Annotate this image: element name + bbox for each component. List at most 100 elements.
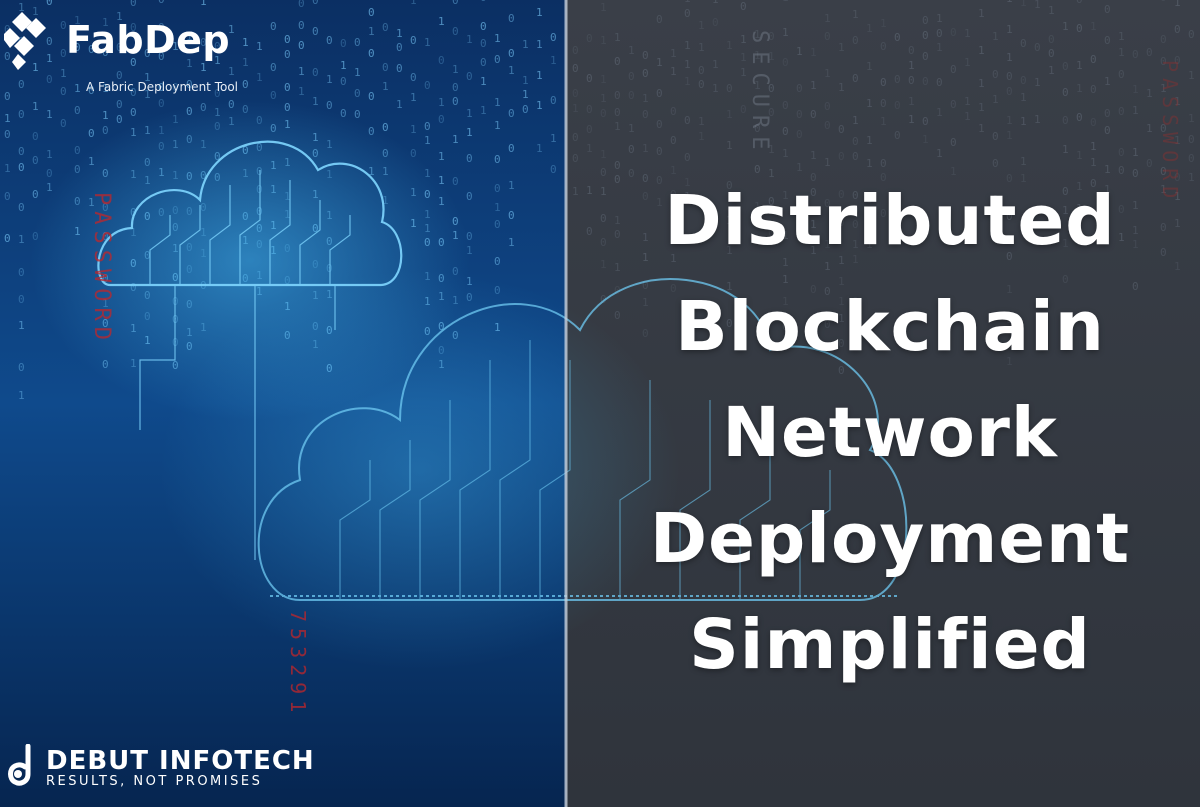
- binary-digit: 1: [810, 218, 817, 231]
- binary-digit: 0: [656, 118, 663, 131]
- binary-digit: 1: [712, 82, 719, 95]
- binary-digit: 0: [1174, 23, 1181, 36]
- binary-digit: 0: [88, 43, 95, 56]
- binary-digit: 0: [614, 173, 621, 186]
- binary-digit: 1: [1006, 129, 1013, 142]
- binary-digit: 1: [810, 244, 817, 257]
- binary-digit: 0: [550, 163, 557, 176]
- binary-digit: 0: [950, 63, 957, 76]
- binary-digit: 1: [1174, 0, 1181, 9]
- binary-digit: 0: [1006, 210, 1013, 223]
- binary-digit: 0: [4, 190, 11, 203]
- binary-digit: 1: [1132, 146, 1139, 159]
- binary-digit: 0: [782, 56, 789, 69]
- binary-digit: 1: [866, 97, 873, 110]
- binary-digit: 0: [740, 0, 747, 13]
- binary-digit: 0: [936, 27, 943, 40]
- binary-digit: 0: [922, 14, 929, 27]
- binary-digit: 0: [1062, 60, 1069, 73]
- binary-digit: 0: [880, 171, 887, 184]
- binary-digit: 0: [768, 30, 775, 43]
- binary-digit: 1: [726, 280, 733, 293]
- binary-digit: 1: [1006, 0, 1013, 5]
- debut-infotech-logo-icon: [8, 744, 31, 786]
- binary-digit: 1: [866, 60, 873, 73]
- binary-digit: 1: [18, 1, 25, 14]
- binary-digit: 0: [354, 36, 361, 49]
- binary-digit: 0: [32, 154, 39, 167]
- binary-digit: 1: [1006, 23, 1013, 36]
- binary-digit: 1: [536, 38, 543, 51]
- password-vertical-left: PASSWORD: [89, 192, 114, 346]
- binary-digit: 1: [1132, 83, 1139, 96]
- binary-digit: 1: [1020, 155, 1027, 168]
- binary-digit: 1: [600, 258, 607, 271]
- secure-right-text: SECURE: [747, 30, 772, 158]
- binary-digit: 0: [796, 128, 803, 141]
- binary-digit: 1: [698, 41, 705, 54]
- binary-digit: 0: [60, 117, 67, 130]
- binary-digit: 0: [452, 175, 459, 188]
- binary-digit: 0: [46, 73, 53, 86]
- binary-digit: 0: [1146, 157, 1153, 170]
- binary-digit: 0: [340, 107, 347, 120]
- binary-digit: 1: [936, 106, 943, 119]
- binary-digit: 0: [32, 130, 39, 143]
- binary-digit: 1: [964, 56, 971, 69]
- binary-digit: 0: [754, 163, 761, 176]
- binary-digit: 1: [600, 34, 607, 47]
- cloud-circuit-icon: [97, 140, 403, 560]
- binary-digit: 1: [536, 6, 543, 19]
- binary-digit: 0: [824, 30, 831, 43]
- binary-digit: 0: [508, 12, 515, 25]
- binary-digit: 1: [978, 122, 985, 135]
- binary-digit: 0: [1062, 86, 1069, 99]
- binary-digit: 0: [1188, 133, 1195, 146]
- binary-digit: 0: [782, 99, 789, 112]
- binary-digit: 1: [866, 22, 873, 35]
- binary-digit: 0: [572, 87, 579, 100]
- binary-digit: 1: [782, 295, 789, 308]
- binary-digit: 1: [698, 19, 705, 32]
- binary-digit: 1: [200, 61, 207, 74]
- binary-digit: 1: [824, 238, 831, 251]
- binary-digit: 0: [438, 54, 445, 67]
- binary-digit: 1: [614, 261, 621, 274]
- binary-digit: 1: [740, 33, 747, 46]
- binary-digit: 0: [894, 31, 901, 44]
- binary-digit: 1: [116, 10, 123, 23]
- binary-digit: 0: [628, 143, 635, 156]
- binary-digit: 0: [1062, 114, 1069, 127]
- binary-digit: 0: [312, 25, 319, 38]
- binary-digit: 1: [550, 54, 557, 67]
- binary-digit: 0: [1020, 74, 1027, 87]
- binary-digit: 0: [670, 282, 677, 295]
- binary-digit: 1: [838, 275, 845, 288]
- binary-digit: 1: [228, 65, 235, 78]
- binary-digit: 0: [284, 33, 291, 46]
- binary-digit: 0: [1034, 41, 1041, 54]
- binary-digit: 0: [18, 78, 25, 91]
- binary-digit: 1: [410, 91, 417, 104]
- fabdep-wordmark: FabDep: [66, 18, 231, 62]
- binary-digit: 0: [614, 228, 621, 241]
- binary-digit: 0: [60, 47, 67, 60]
- binary-digit: 0: [508, 142, 515, 155]
- binary-digit: 0: [1160, 246, 1167, 259]
- binary-digit: 0: [1132, 280, 1139, 293]
- binary-digit: 1: [936, 41, 943, 54]
- binary-digit: 0: [1160, 221, 1167, 234]
- binary-digit: 1: [726, 108, 733, 121]
- binary-digit: 0: [130, 86, 137, 99]
- binary-digit: 1: [102, 16, 109, 29]
- binary-digit: 1: [1034, 76, 1041, 89]
- binary-digit: 1: [1174, 134, 1181, 147]
- binary-digit: 0: [172, 81, 179, 94]
- binary-digit: 1: [298, 85, 305, 98]
- binary-digit: 1: [852, 238, 859, 251]
- binary-digit: 0: [1160, 0, 1167, 4]
- binary-digit: 0: [1006, 172, 1013, 185]
- binary-digit: 1: [256, 71, 263, 84]
- binary-digit: 0: [824, 318, 831, 331]
- binary-digit: 0: [628, 167, 635, 180]
